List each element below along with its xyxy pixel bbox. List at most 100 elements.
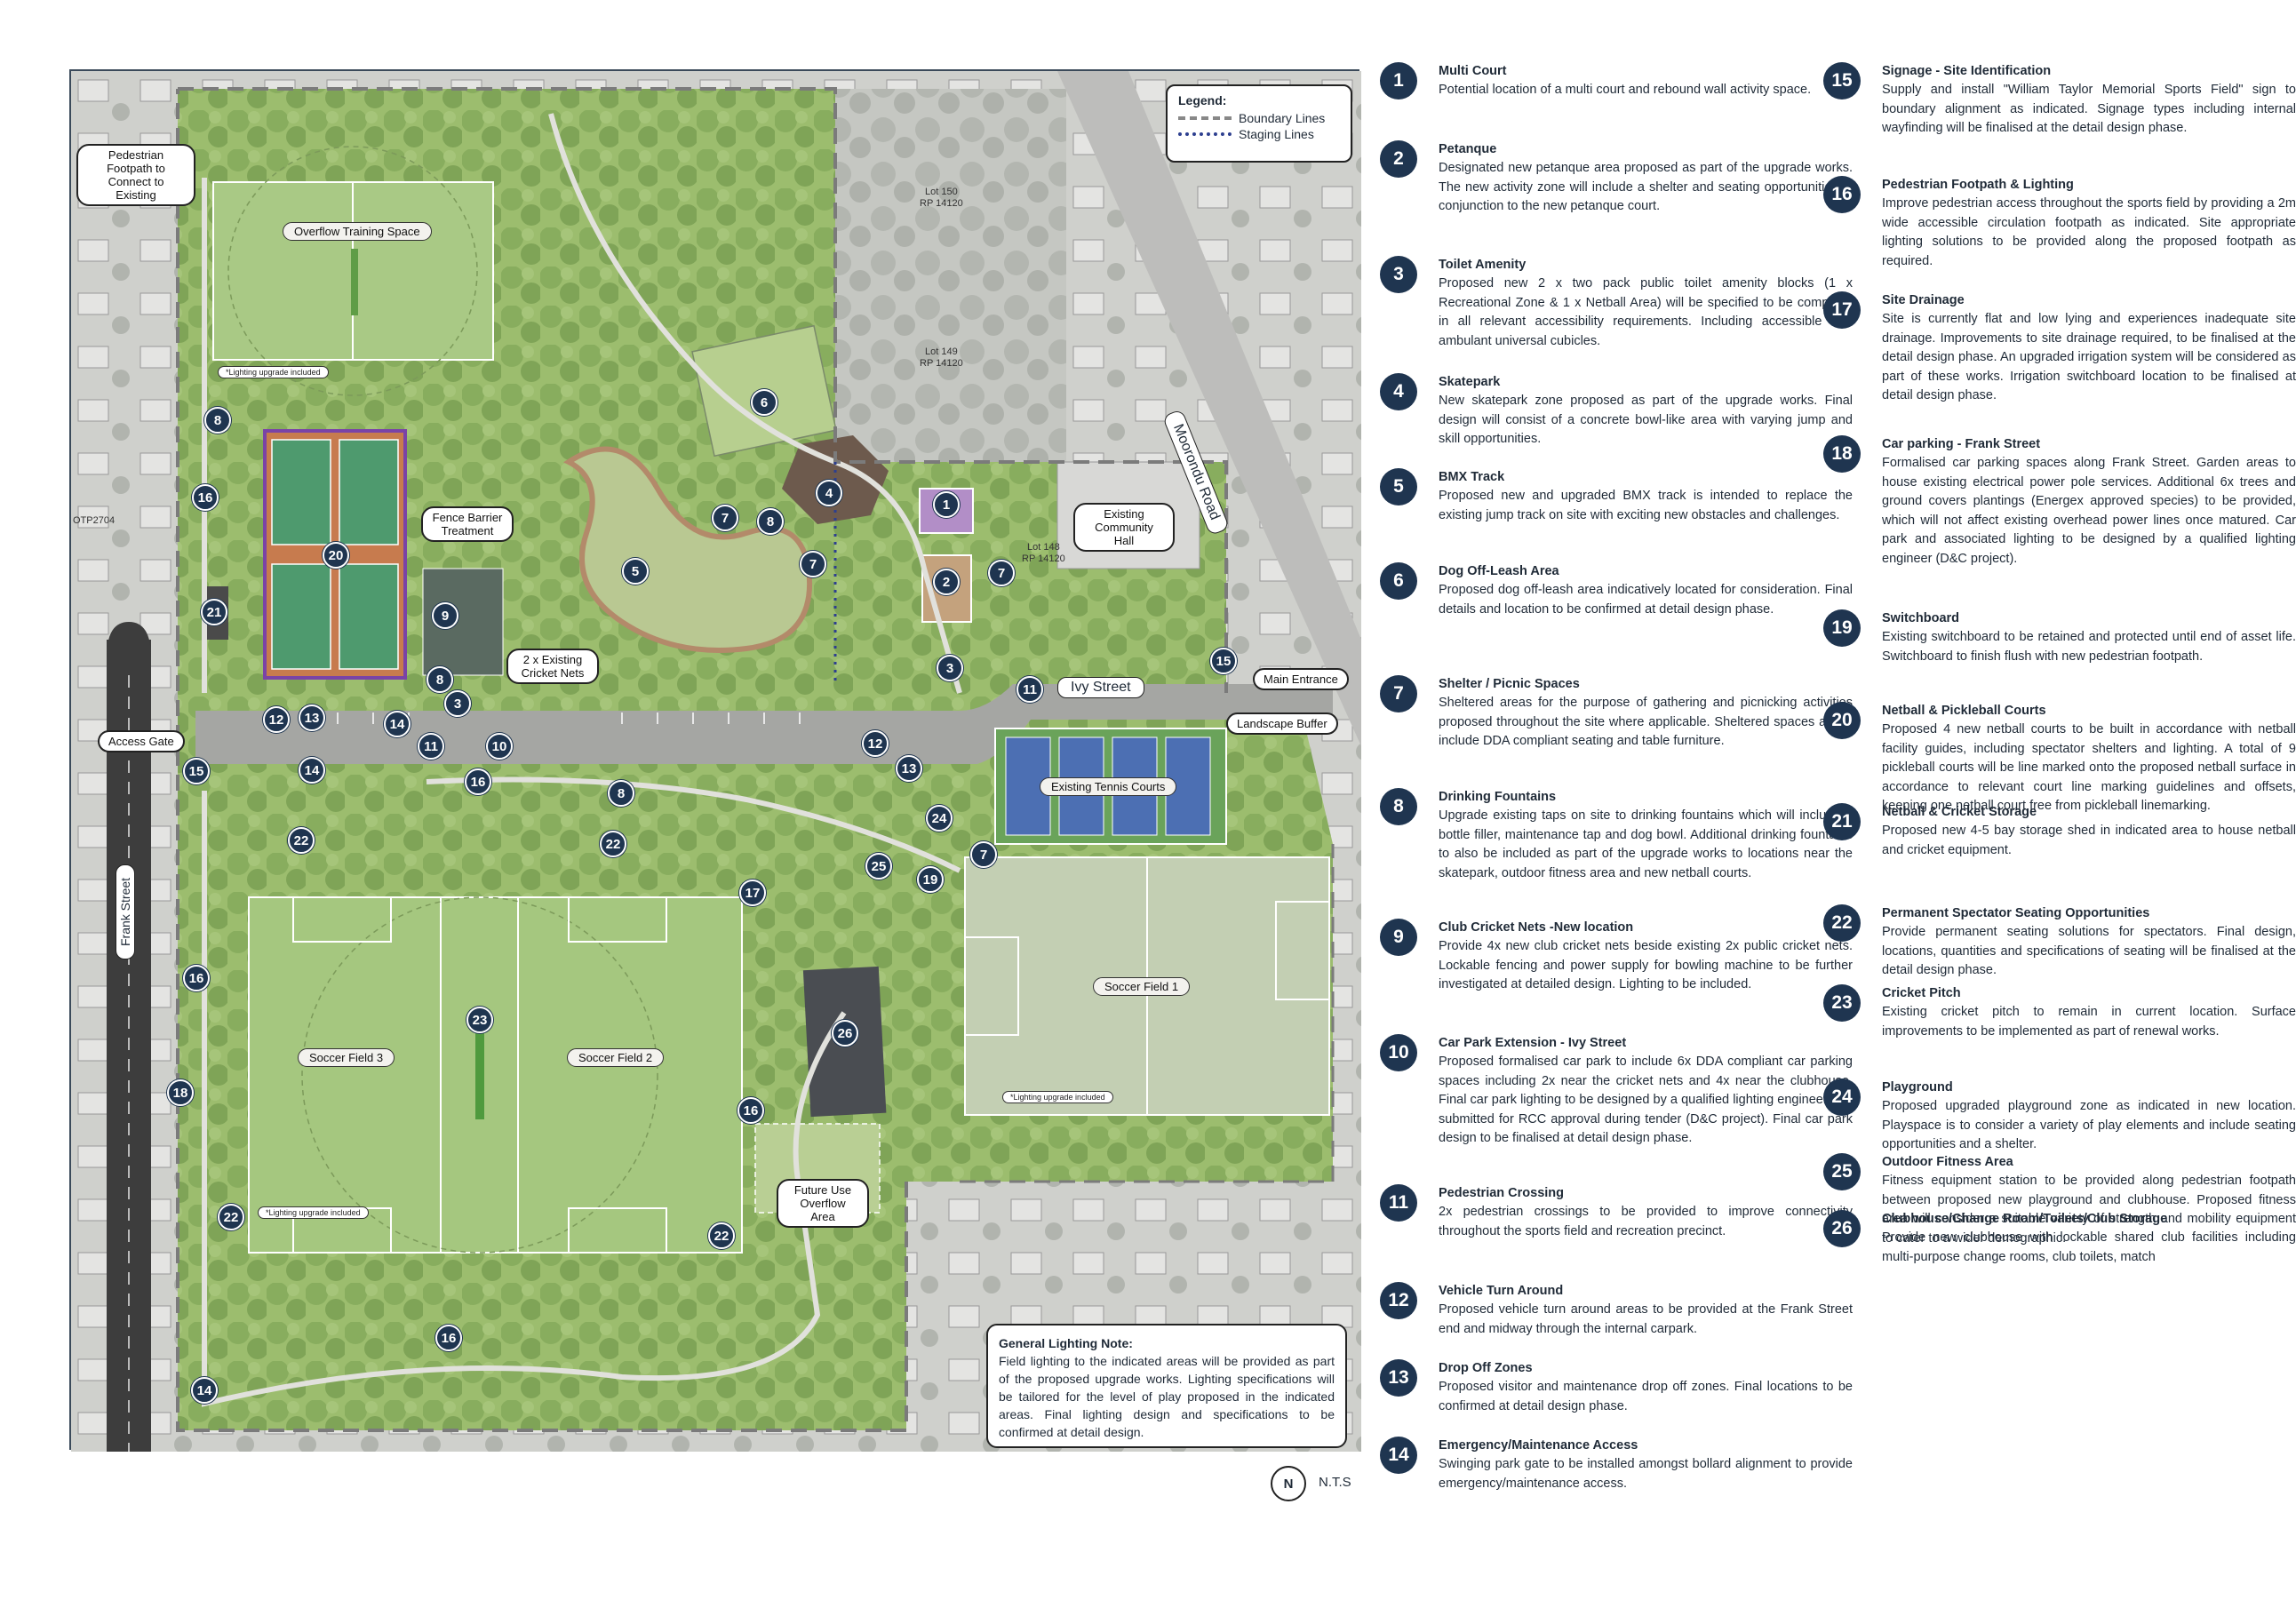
marker-22d[interactable]: 22 <box>708 1222 735 1249</box>
marker-16c[interactable]: 16 <box>183 965 210 991</box>
marker-16b[interactable]: 16 <box>465 768 491 795</box>
marker-15a[interactable]: 15 <box>183 758 210 784</box>
marker-8d[interactable]: 8 <box>608 780 634 807</box>
marker-10[interactable]: 10 <box>486 733 513 760</box>
marker-7b[interactable]: 7 <box>800 551 826 577</box>
soccer-field-3-label: Soccer Field 3 <box>298 1048 395 1067</box>
marker-11b[interactable]: 11 <box>1016 676 1043 703</box>
key-item-title: Netball & Cricket Storage <box>1882 805 2037 819</box>
marker-8c[interactable]: 8 <box>427 666 453 693</box>
marker-19[interactable]: 19 <box>917 866 944 893</box>
key-number-badge: 7 <box>1380 675 1417 712</box>
marker-12a[interactable]: 12 <box>263 706 290 733</box>
key-number-badge: 21 <box>1823 803 1861 840</box>
key-item-description: Designated new petanque area proposed as… <box>1439 161 1853 214</box>
key-item-description: Proposed upgraded playground zone as ind… <box>1882 1099 2296 1152</box>
key-item-description: Proposed visitor and maintenance drop of… <box>1439 1380 1853 1413</box>
marker-14a[interactable]: 14 <box>384 711 411 737</box>
key-item-title: Toilet Amenity <box>1439 258 1527 272</box>
key-item-description: Proposed dog off-leash area indicatively… <box>1439 583 1853 617</box>
key-item-description: Proposed vehicle turn around areas to be… <box>1439 1302 1853 1336</box>
key-number-badge: 20 <box>1823 702 1861 739</box>
key-number-badge: 10 <box>1380 1034 1417 1071</box>
key-item-title: Permanent Spectator Seating Opportunitie… <box>1882 906 2150 920</box>
community-hall-label: Existing Community Hall <box>1073 503 1175 552</box>
marker-5[interactable]: 5 <box>622 558 649 585</box>
marker-13a[interactable]: 13 <box>299 704 325 731</box>
marker-2[interactable]: 2 <box>933 569 960 595</box>
marker-14c[interactable]: 14 <box>191 1377 218 1404</box>
key-number-badge: 17 <box>1823 291 1861 329</box>
marker-25[interactable]: 25 <box>865 853 892 880</box>
key-item-title: Switchboard <box>1882 611 1960 625</box>
marker-9[interactable]: 9 <box>432 602 458 629</box>
key-item-description: Existing cricket pitch to remain in curr… <box>1882 1005 2296 1039</box>
marker-16a[interactable]: 16 <box>192 484 219 511</box>
soccer-field-1-label: Soccer Field 1 <box>1093 977 1191 996</box>
key-item-title: Shelter / Picnic Spaces <box>1439 677 1580 691</box>
key-number-badge: 12 <box>1380 1282 1417 1319</box>
key-item-description: New skatepark zone proposed as part of t… <box>1439 394 1853 447</box>
marker-7d[interactable]: 7 <box>970 841 997 868</box>
marker-12b[interactable]: 12 <box>862 730 889 757</box>
key-item-title: Vehicle Turn Around <box>1439 1284 1564 1298</box>
marker-21[interactable]: 21 <box>201 599 227 625</box>
marker-18[interactable]: 18 <box>167 1079 194 1106</box>
key-item-description: Proposed new 2 x two pack public toilet … <box>1439 276 1853 348</box>
map-legend: Legend: Boundary Lines Staging Lines <box>1166 84 1352 163</box>
marker-24[interactable]: 24 <box>926 805 953 832</box>
marker-20[interactable]: 20 <box>323 542 349 569</box>
marker-1[interactable]: 1 <box>933 491 960 518</box>
marker-8b[interactable]: 8 <box>757 508 784 535</box>
key-number-badge: 15 <box>1823 62 1861 100</box>
marker-16e[interactable]: 16 <box>435 1325 462 1351</box>
marker-11a[interactable]: 11 <box>418 733 444 760</box>
key-item-description: Potential location of a multi court and … <box>1439 83 1812 97</box>
key-item-description: Existing switchboard to be retained and … <box>1882 630 2296 664</box>
key-item-title: Signage - Site Identification <box>1882 64 2052 78</box>
marker-3b[interactable]: 3 <box>444 690 471 717</box>
marker-4[interactable]: 4 <box>816 480 842 506</box>
frank-street-label: Frank Street <box>116 864 135 959</box>
marker-7a[interactable]: 7 <box>712 505 738 531</box>
landscape-buffer-label: Landscape Buffer <box>1226 712 1338 735</box>
marker-7c[interactable]: 7 <box>988 560 1015 586</box>
lighting-note-body: Field lighting to the indicated areas wi… <box>999 1354 1335 1439</box>
pedestrian-footpath-label: Pedestrian Footpath to Connect to Existi… <box>76 144 195 206</box>
key-number-badge: 4 <box>1380 373 1417 410</box>
legend-title: Legend: <box>1178 93 1227 107</box>
key-item-description: Proposed 4 new netball courts to be buil… <box>1882 722 2296 814</box>
marker-6[interactable]: 6 <box>751 389 777 416</box>
marker-22a[interactable]: 22 <box>288 827 315 854</box>
marker-15b[interactable]: 15 <box>1210 648 1237 674</box>
key-item-description: Provide new clubhouse with lockable shar… <box>1882 1230 2296 1264</box>
key-item-title: Emergency/Maintenance Access <box>1439 1438 1638 1453</box>
fence-barrier-label: Fence Barrier Treatment <box>421 506 514 542</box>
marker-8a[interactable]: 8 <box>204 407 231 434</box>
key-item-title: Petanque <box>1439 142 1497 156</box>
site-plan-graphic <box>71 71 1361 1452</box>
access-gate-label: Access Gate <box>98 730 185 752</box>
marker-23[interactable]: 23 <box>466 1007 493 1033</box>
marker-22c[interactable]: 22 <box>218 1204 244 1230</box>
key-item-description: Formalised car parking spaces along Fran… <box>1882 456 2296 566</box>
key-item-title: Outdoor Fitness Area <box>1882 1155 2013 1169</box>
site-plan-map: Legend: Boundary Lines Staging Lines Ped… <box>69 69 1361 1452</box>
marker-13b[interactable]: 13 <box>896 755 922 782</box>
marker-17[interactable]: 17 <box>739 880 766 906</box>
marker-3[interactable]: 3 <box>937 655 963 681</box>
marker-14b[interactable]: 14 <box>299 757 325 784</box>
marker-16d[interactable]: 16 <box>737 1097 764 1124</box>
key-item-description: Improve pedestrian access throughout the… <box>1882 196 2296 268</box>
marker-26[interactable]: 26 <box>832 1020 858 1047</box>
marker-22b[interactable]: 22 <box>600 831 626 857</box>
